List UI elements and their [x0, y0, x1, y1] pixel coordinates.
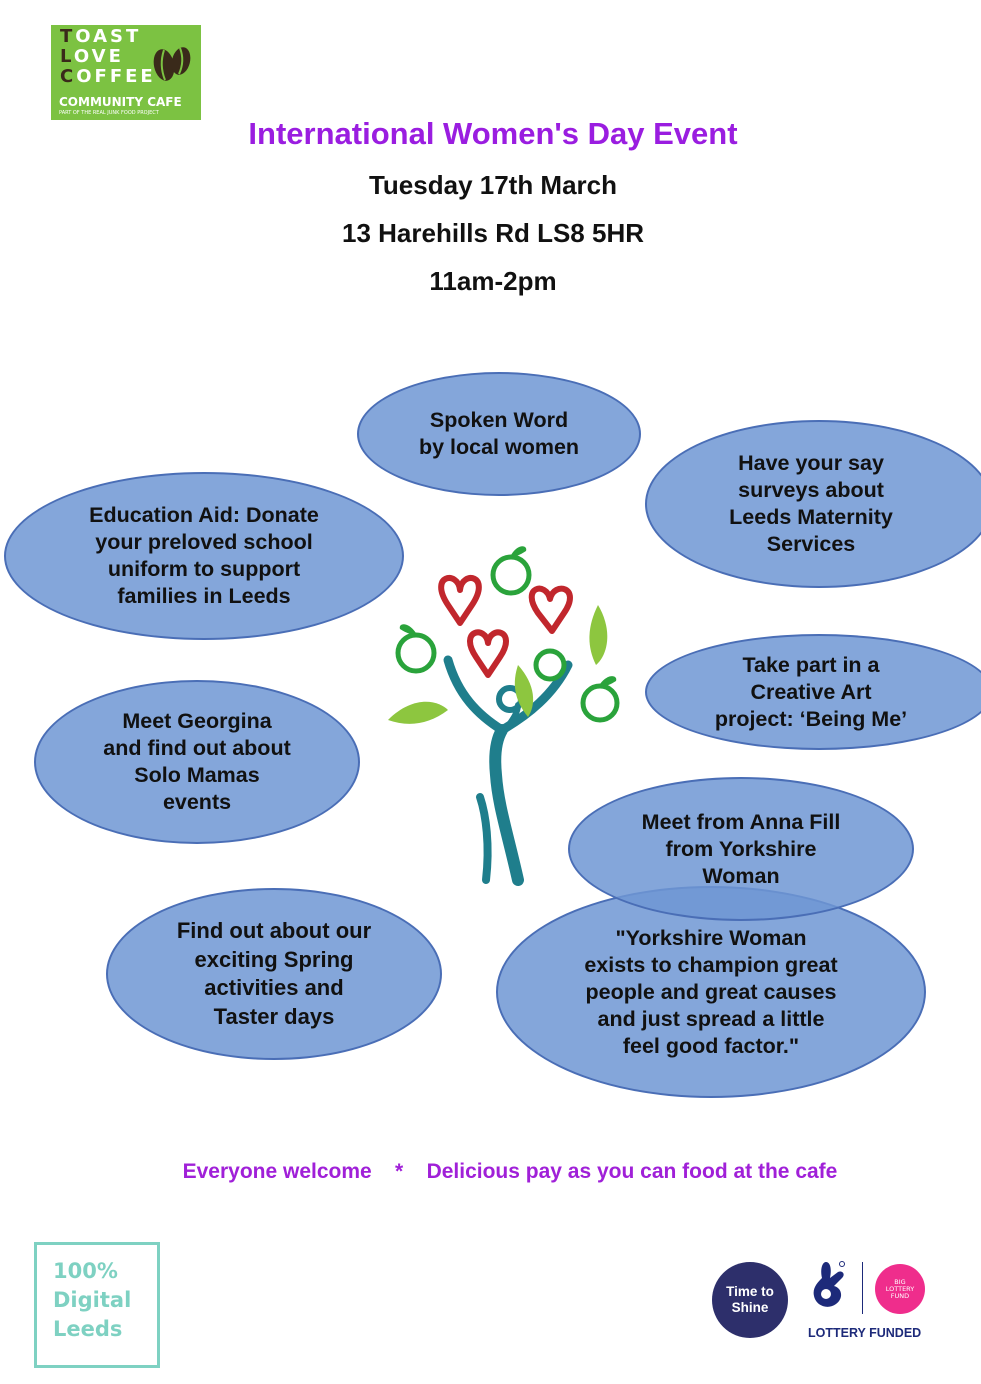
digital-leeds-line: Digital [53, 1288, 132, 1312]
big-lottery-fund-logo: BIG LOTTERY FUND [875, 1264, 925, 1314]
logo-tagline: PART OF THE REAL JUNK FOOD PROJECT [59, 110, 159, 116]
logo-subtitle: COMMUNITY CAFE [59, 95, 182, 109]
digital-leeds-logo: 100% Digital Leeds [34, 1242, 160, 1368]
bubble-text: Find out about our exciting Spring activ… [176, 918, 372, 1029]
bubble-education-aid: Education Aid: Donate your preloved scho… [4, 472, 404, 640]
digital-leeds-line: 100% [53, 1259, 118, 1283]
time-to-shine-logo: Time to Shine [712, 1262, 788, 1338]
bubble-text: "Yorkshire Woman exists to champion grea… [584, 925, 838, 1058]
bubble-text: Take part in a Creative Art project: ‘Be… [714, 652, 908, 731]
event-address: 13 Harehills Rd LS8 5HR [342, 218, 644, 248]
sponsor-divider [862, 1262, 863, 1314]
tree-person-illustration [388, 546, 620, 886]
lottery-crossed-fingers-icon [813, 1261, 845, 1307]
event-date: Tuesday 17th March [368, 170, 618, 200]
bubble-text: Meet from Anna Fill from Yorkshire Woman [641, 809, 841, 888]
bubble-spoken-word: Spoken Word by local women [357, 372, 641, 496]
bubble-have-your-say: Have your say surveys about Leeds Matern… [645, 420, 981, 588]
event-title: International Women's Day Event [248, 116, 738, 151]
bubble-text: Have your say surveys about Leeds Matern… [729, 451, 893, 556]
logo-line: LOVE [60, 46, 124, 67]
lottery-funded-text: LOTTERY FUNDED [808, 1326, 922, 1340]
digital-leeds-line: Leeds [53, 1317, 123, 1341]
event-time: 11am-2pm [429, 266, 557, 296]
bubble-spring-activities: Find out about our exciting Spring activ… [106, 888, 442, 1060]
bubble-solo-mamas: Meet Georgina and find out about Solo Ma… [34, 680, 360, 844]
bubble-yorkshire-quote: "Yorkshire Woman exists to champion grea… [496, 886, 926, 1098]
bubble-creative-art: Take part in a Creative Art project: ‘Be… [645, 634, 981, 750]
coffee-bean-icon [153, 47, 191, 81]
bubble-text: Meet Georgina and find out about Solo Ma… [103, 709, 291, 814]
bubble-anna-fill: Meet from Anna Fill from Yorkshire Woman [568, 777, 914, 921]
bubble-text: Spoken Word by local women [418, 408, 580, 459]
toast-love-coffee-logo: TOAST LOVE COFFEE COMMUNITY CAFE PART OF… [51, 25, 201, 120]
logo-line: COFFEE [60, 66, 156, 87]
bubble-text: Education Aid: Donate your preloved scho… [89, 503, 319, 608]
logo-line: TOAST [60, 26, 142, 47]
footer-welcome-text: Everyone welcome * Delicious pay as you … [182, 1160, 838, 1183]
